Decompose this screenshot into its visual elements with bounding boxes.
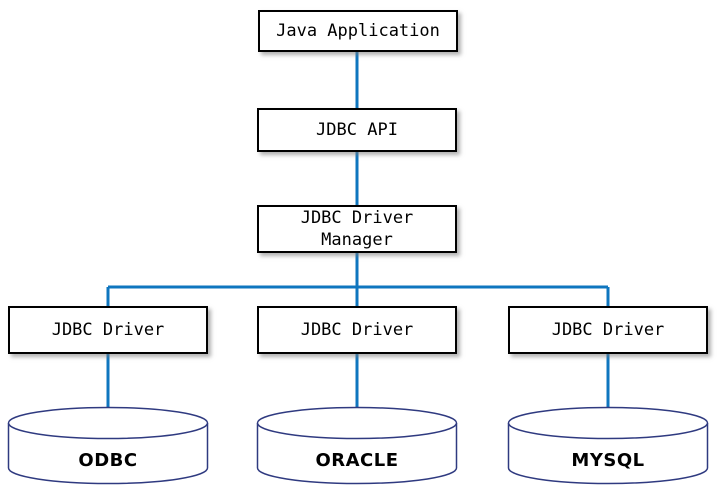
java-application-label: Java Application — [276, 20, 440, 41]
jdbc-driver-box: JDBC Driver — [8, 306, 208, 354]
jdbc-driver-box: JDBC Driver — [508, 306, 708, 354]
database-label: ORACLE — [315, 450, 399, 471]
cylinder-shape — [507, 406, 709, 485]
jdbc-driver-manager-label-line2: Manager — [321, 230, 393, 250]
java-application-box: Java Application — [258, 10, 458, 52]
jdbc-api-label: JDBC API — [316, 119, 398, 140]
jdbc-driver-label: JDBC Driver — [51, 319, 165, 340]
jdbc-driver-label: JDBC Driver — [300, 319, 414, 340]
connector-path — [106, 51, 610, 412]
odbc-database-cylinder: ODBC — [7, 406, 209, 486]
cylinder-shape — [7, 406, 209, 485]
jdbc-api-box: JDBC API — [257, 108, 457, 152]
database-label: ODBC — [78, 450, 138, 471]
jdbc-driver-manager-label-line1: JDBC Driver — [300, 207, 414, 228]
mysql-database-cylinder: MYSQL — [507, 406, 709, 486]
oracle-database-cylinder: ORACLE — [256, 406, 458, 486]
jdbc-driver-manager-box: JDBC Driver Manager — [257, 205, 457, 253]
cylinder-shape — [256, 406, 458, 485]
jdbc-driver-box: JDBC Driver — [257, 306, 457, 354]
jdbc-driver-label: JDBC Driver — [551, 319, 665, 340]
database-label: MYSQL — [571, 450, 645, 471]
